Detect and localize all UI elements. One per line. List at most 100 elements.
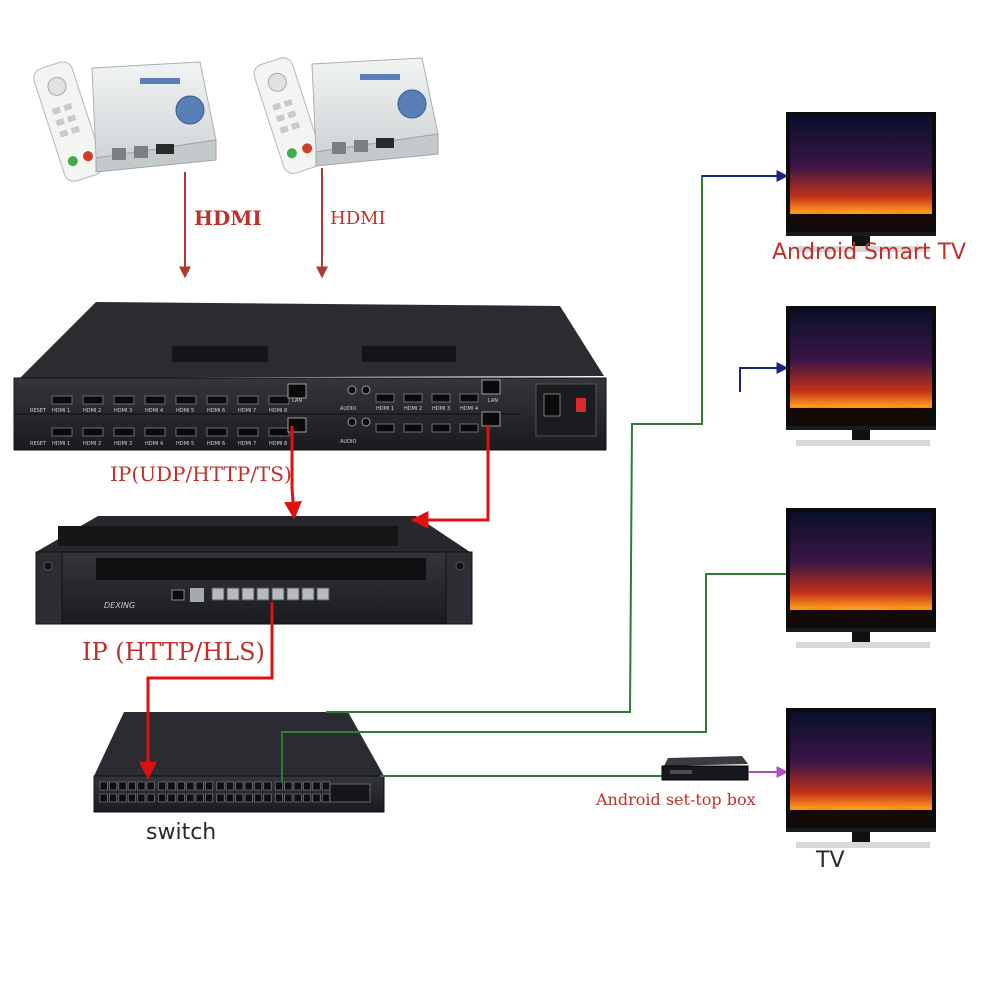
encoder-port-top: HDMI 3	[114, 408, 132, 414]
ethernet-port-icon	[235, 793, 244, 803]
encoder-port-bottom: HDMI 6	[207, 441, 225, 447]
hdmi-port-icon	[82, 395, 104, 405]
ethernet-port-icon	[254, 793, 263, 803]
ethernet-port-icon	[158, 781, 167, 791]
lan-port-icon	[287, 383, 307, 399]
ip-arrow-server-to-switch	[139, 602, 274, 780]
encoder-vent-left	[172, 346, 268, 362]
encoder-port-bottom: HDMI 7	[238, 441, 256, 447]
ethernet-port-icon	[316, 587, 330, 601]
audio-jack-icon	[361, 417, 371, 427]
audio-jack-icon	[361, 385, 371, 395]
ethernet-port-icon	[271, 587, 285, 601]
ip-udp-label: IP(UDP/HTTP/TS)	[110, 462, 292, 486]
ethernet-port-icon	[99, 781, 108, 791]
ethernet-port-icon	[109, 793, 118, 803]
remote-right-icon	[253, 57, 323, 174]
encoder-reset-top: RESET	[30, 408, 47, 414]
hdmi-port-icon	[375, 393, 395, 403]
ethernet-port-icon	[321, 793, 330, 803]
ethernet-port-icon	[301, 587, 315, 601]
encoder-port-bottom: HDMI 8	[269, 441, 287, 447]
ethernet-port-icon	[274, 793, 283, 803]
ethernet-port-icon	[176, 781, 185, 791]
encoder-port-right-top: HDMI 1	[376, 406, 394, 412]
hdmi-port-icon	[459, 423, 479, 433]
tv-3	[786, 508, 936, 648]
encoder-port-top: HDMI 7	[238, 408, 256, 414]
ip-arrow-lan-to-server	[410, 426, 490, 529]
encoder-port-top: HDMI 5	[176, 408, 194, 414]
hdmi-port-icon	[431, 423, 451, 433]
ethernet-port-icon	[293, 781, 302, 791]
encoder-port-bottom: HDMI 5	[176, 441, 194, 447]
hdmi-port-icon	[403, 423, 423, 433]
hdmi-port-icon	[175, 427, 197, 437]
android-smart-tv-label: Android Smart TV	[772, 240, 967, 265]
ethernet-port-icon	[321, 781, 330, 791]
server-brand-label: DEXING	[104, 601, 135, 610]
ethernet-port-icon	[146, 793, 155, 803]
audio-jack-icon	[347, 417, 357, 427]
audio-jack-icon	[347, 385, 357, 395]
hdmi-port-icon	[144, 395, 166, 405]
ethernet-port-icon	[293, 793, 302, 803]
encoder-port-right-top: HDMI 2	[404, 406, 422, 412]
ethernet-port-icon	[303, 793, 312, 803]
ethernet-port-icon	[127, 781, 136, 791]
hdmi-encoder	[13, 302, 607, 451]
tv2-input-arrow	[739, 362, 789, 392]
ethernet-port-icon	[186, 793, 195, 803]
ethernet-port-icon	[167, 793, 176, 803]
tv-2	[786, 306, 936, 446]
ethernet-port-icon	[205, 781, 214, 791]
ethernet-port-icon	[99, 793, 108, 803]
ethernet-port-icon	[312, 781, 321, 791]
ethernet-port-icon	[303, 781, 312, 791]
ethernet-port-icon	[109, 781, 118, 791]
stb-left-group	[33, 61, 217, 182]
ethernet-port-icon	[244, 781, 253, 791]
hdmi-port-icon	[237, 395, 259, 405]
encoder-port-labels-top: RESET HDMI 1 HDMI 2 HDMI 3 HDMI 4 HDMI 5…	[30, 398, 498, 414]
ethernet-port-icon	[225, 781, 234, 791]
hdmi-port-icon	[206, 427, 228, 437]
ethernet-port-icon	[186, 781, 195, 791]
hdmi-port-icon	[175, 395, 197, 405]
encoder-port-bottom: HDMI 4	[145, 441, 163, 447]
encoder-audio-bottom: AUDIO	[340, 439, 356, 445]
ethernet-port-icon	[137, 793, 146, 803]
ip-hls-label: IP (HTTP/HLS)	[82, 638, 265, 666]
hdmi-port-icon	[51, 427, 73, 437]
encoder-port-top: HDMI 1	[52, 408, 70, 414]
encoder-port-right-top: HDMI 4	[460, 406, 478, 412]
hdmi-port-icon	[431, 393, 451, 403]
encoder-lan-right: LAN	[488, 398, 498, 404]
ip-arrow-encoder-to-server	[283, 426, 302, 520]
encoder-port-top: HDMI 2	[83, 408, 101, 414]
ethernet-port-icon	[263, 781, 272, 791]
ethernet-port-icon	[205, 793, 214, 803]
remote-left-icon	[33, 61, 104, 182]
ethernet-port-icon	[274, 781, 283, 791]
android-set-top-box	[661, 756, 749, 781]
ethernet-port-icon	[167, 781, 176, 791]
stb-box-right	[311, 57, 439, 167]
encoder-reset-bottom: RESET	[30, 441, 47, 447]
ethernet-port-icon	[118, 793, 127, 803]
hdmi-port-icon	[113, 427, 135, 437]
ethernet-port-icon	[263, 793, 272, 803]
encoder-port-bottom: HDMI 2	[83, 441, 101, 447]
ethernet-port-icon	[225, 793, 234, 803]
lan-port-icon	[481, 379, 501, 395]
stb-right-group	[253, 57, 439, 174]
android-set-top-box-label: Android set-top box	[596, 790, 756, 809]
ethernet-port-icon	[256, 587, 270, 601]
ethernet-port-icon	[254, 781, 263, 791]
ethernet-port-icon	[216, 781, 225, 791]
encoder-audio-top: AUDIO	[340, 406, 356, 412]
hdmi-port-icon	[206, 395, 228, 405]
ethernet-port-icon	[226, 587, 240, 601]
ethernet-port-icon	[211, 587, 225, 601]
switch-label: switch	[146, 820, 217, 845]
